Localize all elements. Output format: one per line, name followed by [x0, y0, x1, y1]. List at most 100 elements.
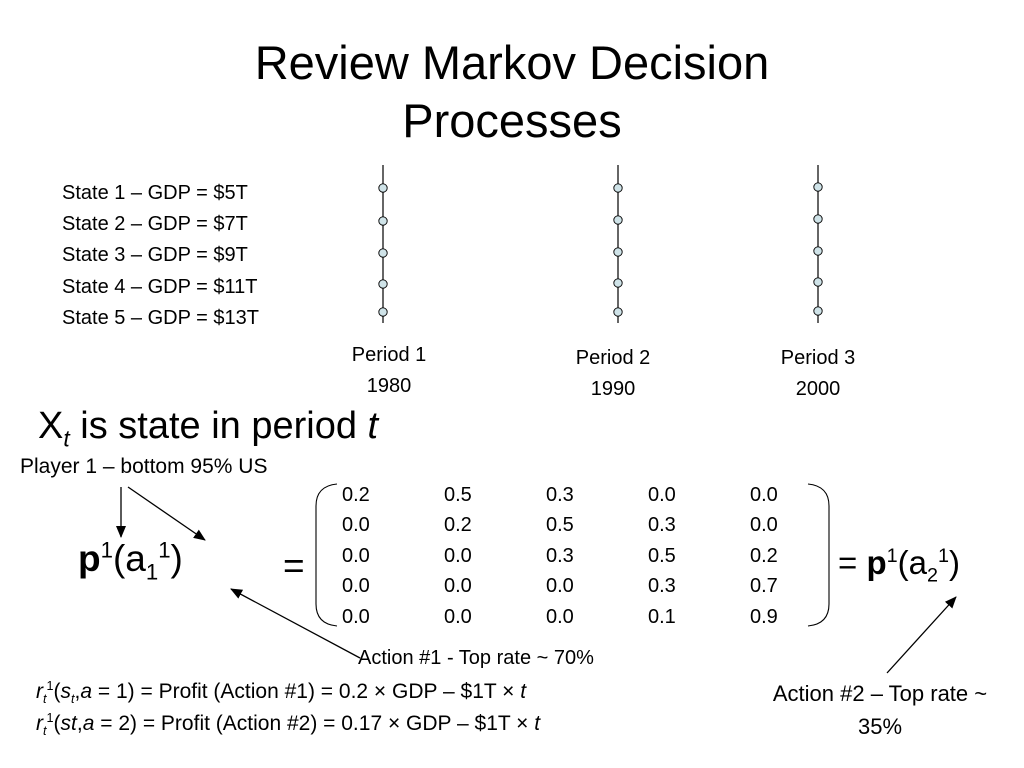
- r-subscript: t: [43, 724, 47, 739]
- xt-period-var: t: [367, 405, 379, 447]
- period-year: 1980: [366, 375, 412, 397]
- p-close: ): [949, 544, 961, 581]
- state-item: State 3 – GDP = $9T: [62, 244, 248, 267]
- timeline-period-2: [613, 165, 623, 323]
- state-definition: Xt is state in period t: [38, 402, 378, 450]
- p-symbol: p: [866, 544, 887, 581]
- state-list: State 1 – GDP = $5T State 2 – GDP = $7T …: [62, 178, 259, 334]
- matrix-cell: 0.1: [648, 605, 676, 628]
- arrow-action1: [230, 588, 361, 659]
- period-label: Period 3: [780, 347, 856, 369]
- matrix-cell: 0.5: [444, 483, 472, 506]
- t-symbol: t: [520, 680, 527, 703]
- period-label-2: Period 2 1990: [543, 343, 683, 405]
- matrix-cell: 0.0: [342, 605, 370, 628]
- matrix-cell: 0.0: [546, 605, 574, 628]
- a-subscript: 1: [145, 559, 159, 585]
- arrow-action2: [886, 596, 957, 674]
- policy-action-2: = p1(a21): [838, 541, 960, 585]
- a-superscript: 1: [158, 537, 171, 563]
- r-superscript: 1: [46, 711, 54, 725]
- a-subscript: 2: [926, 564, 938, 587]
- matrix-cell: 0.0: [546, 575, 574, 598]
- equals-sign-right: =: [838, 544, 867, 581]
- matrix-cell: 0.0: [750, 483, 778, 506]
- matrix-cell: 0.0: [342, 544, 370, 567]
- r-superscript: 1: [46, 679, 54, 693]
- a-symbol: a: [80, 680, 93, 703]
- s-subscript: t: [71, 692, 75, 707]
- title-line-2: Processes: [402, 94, 622, 147]
- paren: (: [53, 712, 61, 735]
- matrix-cell: 0.2: [444, 514, 472, 537]
- player-label: Player 1 – bottom 95% US: [20, 455, 268, 478]
- matrix-cell: 0.2: [342, 483, 370, 506]
- matrix-row: 0.2 0.5 0.3 0.0 0.0: [342, 480, 852, 511]
- t-symbol: t: [534, 712, 541, 735]
- state-node: [378, 307, 388, 317]
- profit-line-2: rt1(st,a = 2) = Profit (Action #2) = 0.1…: [36, 710, 540, 738]
- state-item: State 1 – GDP = $5T: [62, 182, 248, 204]
- policy-action-1: p1(a11): [78, 534, 183, 584]
- p-symbol: p: [78, 538, 101, 579]
- p-superscript: 1: [886, 545, 898, 567]
- state-node: [813, 214, 823, 224]
- action-2-label: Action #2 – Top rate ~ 35%: [772, 681, 988, 739]
- matrix-cell: 0.0: [444, 544, 472, 567]
- state-node: [378, 279, 388, 289]
- p-superscript: 1: [100, 537, 113, 563]
- xt-subscript: t: [63, 425, 70, 452]
- timeline-period-3: [813, 165, 823, 323]
- state-node: [613, 307, 623, 317]
- a-symbol: a: [82, 712, 95, 735]
- matrix-cell: 0.3: [546, 483, 574, 506]
- slide-title: Review Markov Decision Processes: [0, 34, 1024, 150]
- st-symbol: st: [60, 712, 77, 735]
- matrix-cell: 0.3: [546, 544, 574, 567]
- state-item: State 2 – GDP = $7T: [62, 213, 248, 236]
- matrix-cell: 0.0: [648, 483, 676, 506]
- state-node: [813, 182, 823, 192]
- matrix-cell: 0.0: [444, 575, 472, 598]
- state-node: [613, 247, 623, 257]
- state-node: [813, 306, 823, 316]
- arrow-player-to-a: [127, 486, 206, 541]
- matrix-cell: 0.0: [342, 575, 370, 598]
- profit-formula: = 1) = Profit (Action #1) = 0.2 × GDP – …: [92, 680, 521, 703]
- matrix-left-bracket: [315, 483, 338, 627]
- r-symbol: r: [36, 680, 43, 703]
- period-label-1: Period 1 1980: [319, 340, 459, 402]
- state-item: State 4 – GDP = $11T: [62, 275, 258, 298]
- xt-text: is state in period: [69, 405, 368, 447]
- period-year: 2000: [795, 378, 841, 400]
- matrix-cell: 0.0: [750, 514, 778, 537]
- state-node: [378, 248, 388, 258]
- state-node: [613, 183, 623, 193]
- period-label: Period 1: [351, 344, 427, 366]
- xt-symbol: X: [38, 405, 64, 447]
- comma: ,: [74, 680, 81, 703]
- state-item: State 5 – GDP = $13T: [62, 306, 259, 329]
- state-node: [378, 216, 388, 226]
- state-node: [813, 277, 823, 287]
- comma: ,: [76, 712, 83, 735]
- matrix-cell: 0.0: [342, 514, 370, 537]
- state-node: [613, 278, 623, 288]
- matrix-cell: 0.0: [444, 605, 472, 628]
- a-superscript: 1: [938, 545, 950, 567]
- matrix-cell: 0.2: [750, 544, 778, 567]
- r-symbol: r: [36, 712, 43, 735]
- profit-line-1: rt1(st,a = 1) = Profit (Action #1) = 0.2…: [36, 678, 526, 706]
- p-open: (a: [112, 538, 146, 579]
- state-node: [613, 215, 623, 225]
- matrix-cell: 0.5: [546, 514, 574, 537]
- matrix-right-bracket: [807, 483, 830, 627]
- matrix-cell: 0.9: [750, 605, 778, 628]
- state-node: [378, 183, 388, 193]
- equals-sign: =: [283, 545, 305, 586]
